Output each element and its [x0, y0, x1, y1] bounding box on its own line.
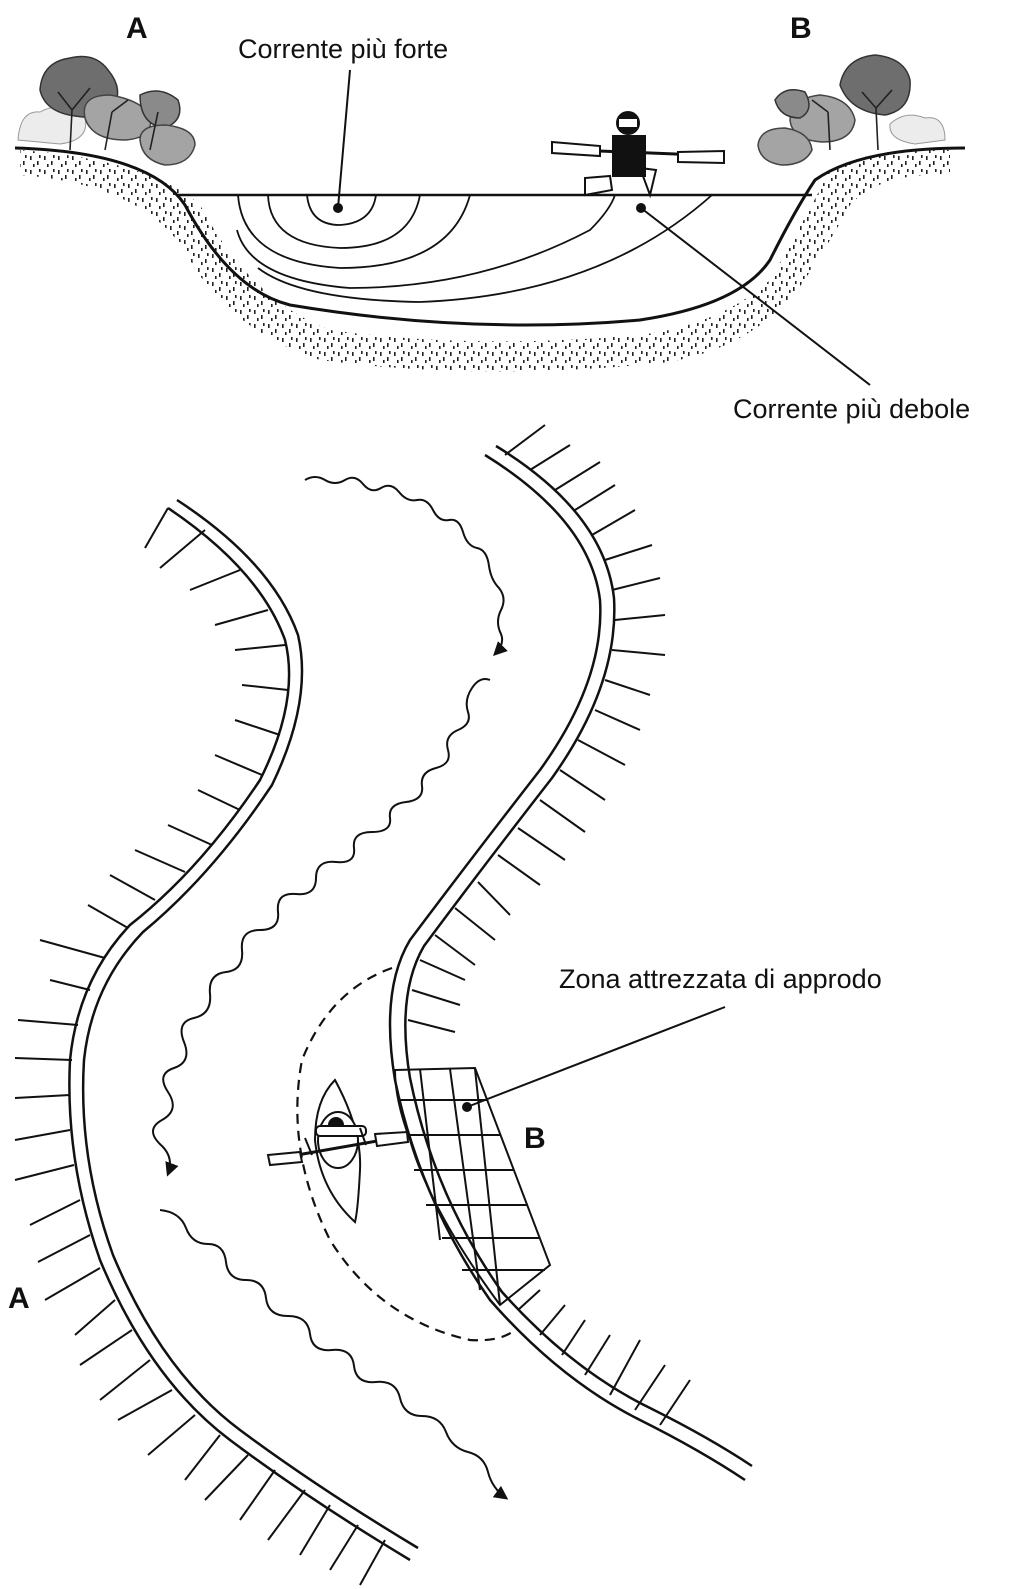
strongest-current-label: Corrente più forte	[238, 34, 448, 64]
bank-label-a-top: A	[126, 12, 148, 45]
kayaker-icon	[552, 111, 724, 195]
right-bank-inner	[405, 446, 752, 1466]
kayaker-icon	[268, 1080, 408, 1222]
bank-label-b-top: B	[790, 12, 812, 45]
landing-leader-line	[467, 1007, 725, 1107]
landing-zone-grid	[395, 1068, 550, 1305]
bank-label-b-bottom: B	[524, 1122, 546, 1155]
left-bank-inner	[83, 500, 418, 1548]
right-bank-hatching	[408, 425, 690, 1425]
flow-line-downstream	[160, 1210, 506, 1498]
left-bank-outer	[69, 508, 410, 1560]
landing-zone-label: Zona attrezzata di approdo	[559, 964, 882, 994]
flow-line-upper	[305, 477, 504, 654]
cross-section: A B Corrente più forte Corrente più debo…	[15, 12, 970, 424]
strongest-leader-line	[338, 70, 350, 208]
plan-view: A B Zona attrezzata di approdo	[8, 425, 882, 1585]
weakest-current-label: Corrente più debole	[733, 394, 970, 424]
bank-label-a-bottom: A	[8, 1282, 30, 1315]
